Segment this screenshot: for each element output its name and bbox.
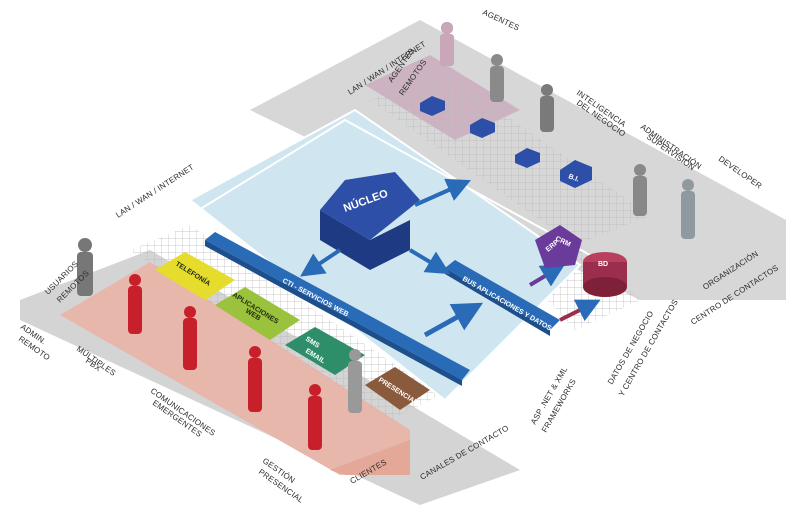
clients-band <box>60 262 410 475</box>
arrow-nucleo-agents <box>414 178 471 207</box>
bi-hexagon <box>560 160 592 188</box>
bus-bar <box>445 260 560 330</box>
arrow-bus-bd <box>559 299 601 322</box>
hexagon-2 <box>470 118 495 138</box>
client-figures <box>128 274 322 450</box>
nucleo-top <box>320 172 420 240</box>
edge-line <box>149 118 591 256</box>
cti-bar-side <box>205 240 462 386</box>
aplicaciones-block <box>215 287 300 340</box>
nucleo-side <box>320 210 410 270</box>
clients-label-band <box>330 440 410 475</box>
arrow-bus-crm <box>528 263 566 287</box>
agent-figures <box>77 22 695 413</box>
label-bi: B.I. <box>567 173 580 183</box>
telefonia-block <box>155 252 235 300</box>
sms-email-block <box>285 327 365 375</box>
hexagon-3 <box>515 148 540 168</box>
label-bd: BD <box>598 261 608 268</box>
top-grid <box>370 70 650 245</box>
bd-cylinder-bottom <box>583 277 627 297</box>
label-agentes: AGENTES <box>481 8 521 33</box>
arrow-nucleo-cti <box>300 248 342 277</box>
arrow-cti-bus <box>423 302 484 338</box>
label-lan-wan-left: LAN / WAN / INTERNET <box>114 162 195 219</box>
bus-bar-side <box>445 268 550 336</box>
remote-agent-figure <box>440 22 454 66</box>
presencial-block <box>365 367 430 410</box>
arrow-nucleo-bus <box>408 248 451 275</box>
label-developer: DEVELOPER <box>717 154 764 190</box>
cti-bar <box>205 232 470 380</box>
crm-erp-block <box>535 225 582 268</box>
hexagon-1 <box>420 96 445 116</box>
